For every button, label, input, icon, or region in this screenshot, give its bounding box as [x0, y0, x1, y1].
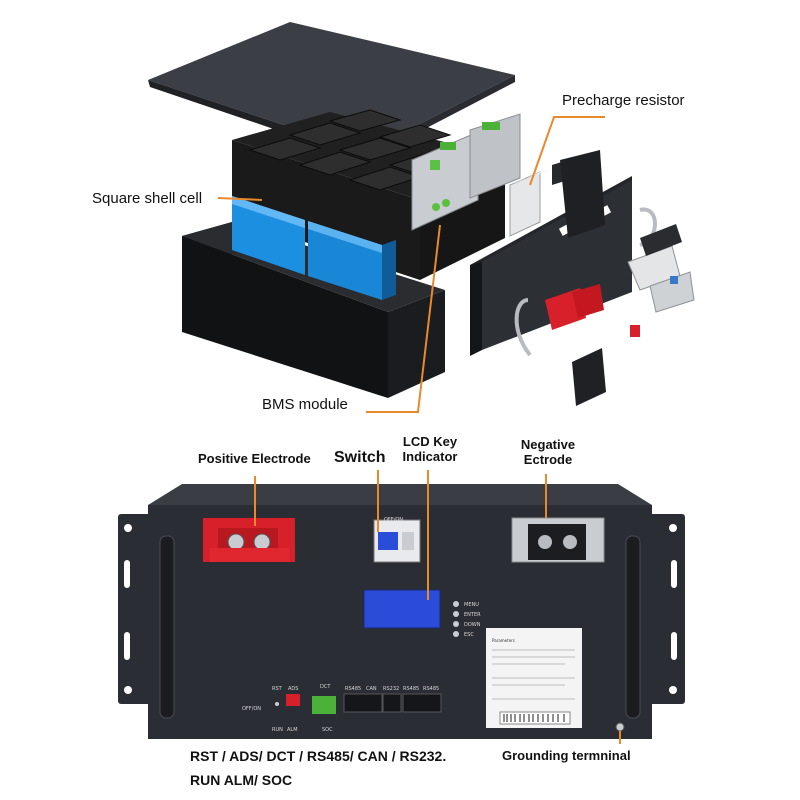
square-shell-cell-label: Square shell cell — [92, 190, 203, 207]
off-on-small-label: OFF/ON — [242, 706, 261, 712]
leader-lines-bottom — [254, 470, 621, 744]
dct-label: DCT — [320, 684, 331, 690]
positive-electrode-label: Positive Electrode — [198, 451, 311, 466]
parameter-sticker — [486, 628, 582, 728]
lcd-key-indicator-label: LCD Key Indicator — [398, 434, 462, 464]
positive-terminal — [203, 518, 295, 562]
ads-label: ADS — [288, 686, 298, 692]
sticker-title: Parameters — [492, 638, 515, 643]
off-on-label: OFF/ON — [384, 517, 403, 523]
precharge-resistor — [509, 170, 550, 237]
ports-label-line1: RST / ADS/ DCT / RS485/ CAN / RS232. — [190, 748, 447, 764]
alm-label: ALM — [287, 727, 298, 733]
rs485-b-label: RS485 — [403, 686, 419, 692]
blue-cells — [232, 196, 396, 300]
can-label: CAN — [366, 686, 377, 692]
breaker-switch — [373, 519, 421, 563]
soc-label: SOC — [322, 727, 333, 733]
bms-module-label: BMS module — [262, 396, 348, 413]
lcd-key-line1: LCD Key — [402, 434, 458, 449]
negative-line1: Negative — [520, 437, 576, 452]
down-label: DOWN — [464, 622, 481, 628]
enter-label: ENTER — [464, 612, 481, 618]
rs232-label: RS232 — [383, 686, 399, 692]
grounding-screw — [615, 722, 625, 732]
esc-label: ESC — [464, 632, 474, 638]
menu-label: MENU — [464, 602, 479, 608]
lcd-part — [572, 348, 606, 406]
negative-electrode-label: Negative Ectrode — [512, 437, 584, 467]
rst-label: RST — [272, 686, 283, 692]
switch-label: Switch — [334, 449, 386, 466]
negative-terminal — [511, 517, 605, 563]
negative-terminal-part — [627, 224, 695, 313]
leader-lines-top — [217, 116, 605, 413]
lcd-key-line2: Indicator — [402, 449, 458, 464]
bms-board — [411, 113, 521, 231]
key-buttons — [453, 601, 459, 637]
comm-ports — [275, 693, 442, 714]
rs485-c-label: RS485 — [423, 686, 439, 692]
negative-line2: Ectrode — [523, 452, 573, 467]
rs485-a-label: RS485 — [345, 686, 361, 692]
grounding-terminal-label: Grounding termninal — [502, 748, 631, 763]
ports-label-line2: RUN ALM/ SOC — [190, 772, 293, 788]
red-terminal-parts — [545, 284, 640, 337]
precharge-resistor-label: Precharge resistor — [562, 92, 685, 109]
side-bracket — [560, 150, 605, 238]
run-label: RUN — [272, 727, 283, 733]
